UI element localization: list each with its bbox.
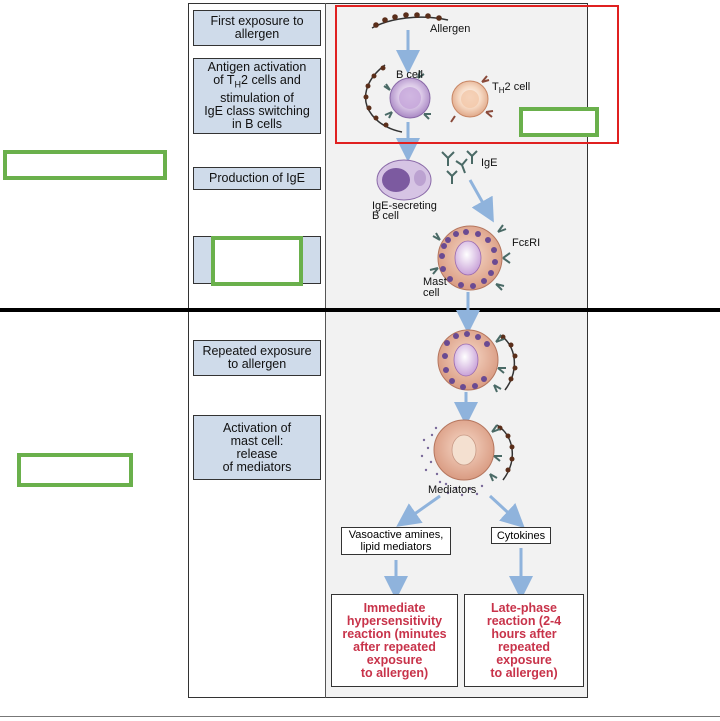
step-activation-mast-cell: Activation of mast cell: release of medi… [193,415,321,480]
step-activation-line3: release [236,446,278,461]
label-fceri: FcεRI [512,237,541,249]
label-ige-secreting-line1: IgE-secreting [372,200,437,212]
late-line4: repeated [497,639,551,654]
mast-cell-crosslinked [437,329,518,393]
step-activation-line4: of mediators [222,459,292,474]
label-ige: IgE [481,157,498,169]
label-b-cell: B cell [396,69,423,81]
mast-cell-activated [420,419,515,497]
step-repeated-exposure-label: Repeated exposure to allergen [202,344,312,371]
step-production-ige: Production of IgE [193,167,321,190]
step-activation-line2: mast cell: [230,433,284,448]
th-suffix: 2 cells and [241,73,301,88]
late-line2: reaction (2-4 [486,613,562,628]
step-repeated-exposure: Repeated exposure to allergen [193,340,321,376]
immediate-line5: exposure [366,652,423,667]
ige-antibodies [441,150,478,184]
step-antigen-activation-line5: in B cells [231,116,283,131]
immediate-line1: Immediate [363,600,426,615]
th-prefix: of T [213,73,235,88]
box-vasoactive-amines: Vasoactive amines, lipid mediators [341,527,451,555]
ige-secreting-b-cell [376,159,432,201]
bottom-rule [0,716,720,717]
label-mast-line1: Mast [423,276,447,288]
late-line6: to allergen) [490,665,558,680]
cytokines-label: Cytokines [496,529,546,542]
th2-suffix: 2 cell [504,81,531,93]
label-mast-line2: cell [423,287,440,299]
immediate-line2: hypersensitivity [346,613,443,628]
step-production-ige-label: Production of IgE [209,171,305,185]
step-antigen-activation-line3: stimulation of [220,90,294,105]
late-line1: Late-phase [491,600,557,615]
label-allergen: Allergen [430,23,471,35]
late-line5: exposure [496,652,552,667]
b-cell [383,70,431,120]
diagram-frame [188,3,588,698]
immediate-line4: after repeated [353,639,436,654]
label-ige-secreting-line2: B cell [372,210,399,222]
step-first-exposure-label: First exposure to allergen [210,14,304,41]
arrow-ige-to-mast [468,179,494,223]
answer-placeholder-4-overlay[interactable] [519,107,599,137]
th2-cell [450,75,494,123]
column-divider [325,3,326,698]
arrow-to-cytokines [488,494,525,529]
vasoactive-line2: lipid mediators [360,541,432,553]
step-antigen-activation: Antigen activation of TH2 cells and stim… [193,58,321,134]
vasoactive-line1: Vasoactive amines, [348,529,444,541]
step-antigen-activation-line4: IgE class switching [204,103,310,118]
separator-bar [0,308,720,312]
th2-subscript: H [498,86,505,96]
allergen-chain-bcell [363,64,403,133]
immediate-line3: reaction (minutes [342,626,447,641]
answer-placeholder-1[interactable] [3,150,167,180]
step-activation-line1: Activation of [222,420,292,435]
box-cytokines: Cytokines [491,527,551,544]
th-subscript: H [234,79,242,90]
box-late-phase-reaction: Late-phase reaction (2-4 hours after rep… [464,594,584,687]
label-th2-cell: TH2 cell [492,82,530,96]
late-line3: hours after [491,626,557,641]
allergen-chain-top [371,12,449,29]
answer-placeholder-3[interactable] [17,453,133,487]
box-immediate-hypersensitivity: Immediate hypersensitivity reaction (min… [331,594,458,687]
step-antigen-activation-line2: of TH2 cells and [213,74,301,92]
arrow-to-vasoactive [396,494,441,527]
answer-placeholder-2[interactable] [211,236,303,286]
th2-prefix: T [492,81,499,93]
highlight-sensitization-box [335,5,619,144]
label-mediators: Mediators [428,484,477,496]
immediate-line6: to allergen) [360,665,429,680]
mast-cell-sensitized [429,224,511,291]
step-antigen-activation-line1: Antigen activation [207,60,307,75]
step-first-exposure: First exposure to allergen [193,10,321,46]
